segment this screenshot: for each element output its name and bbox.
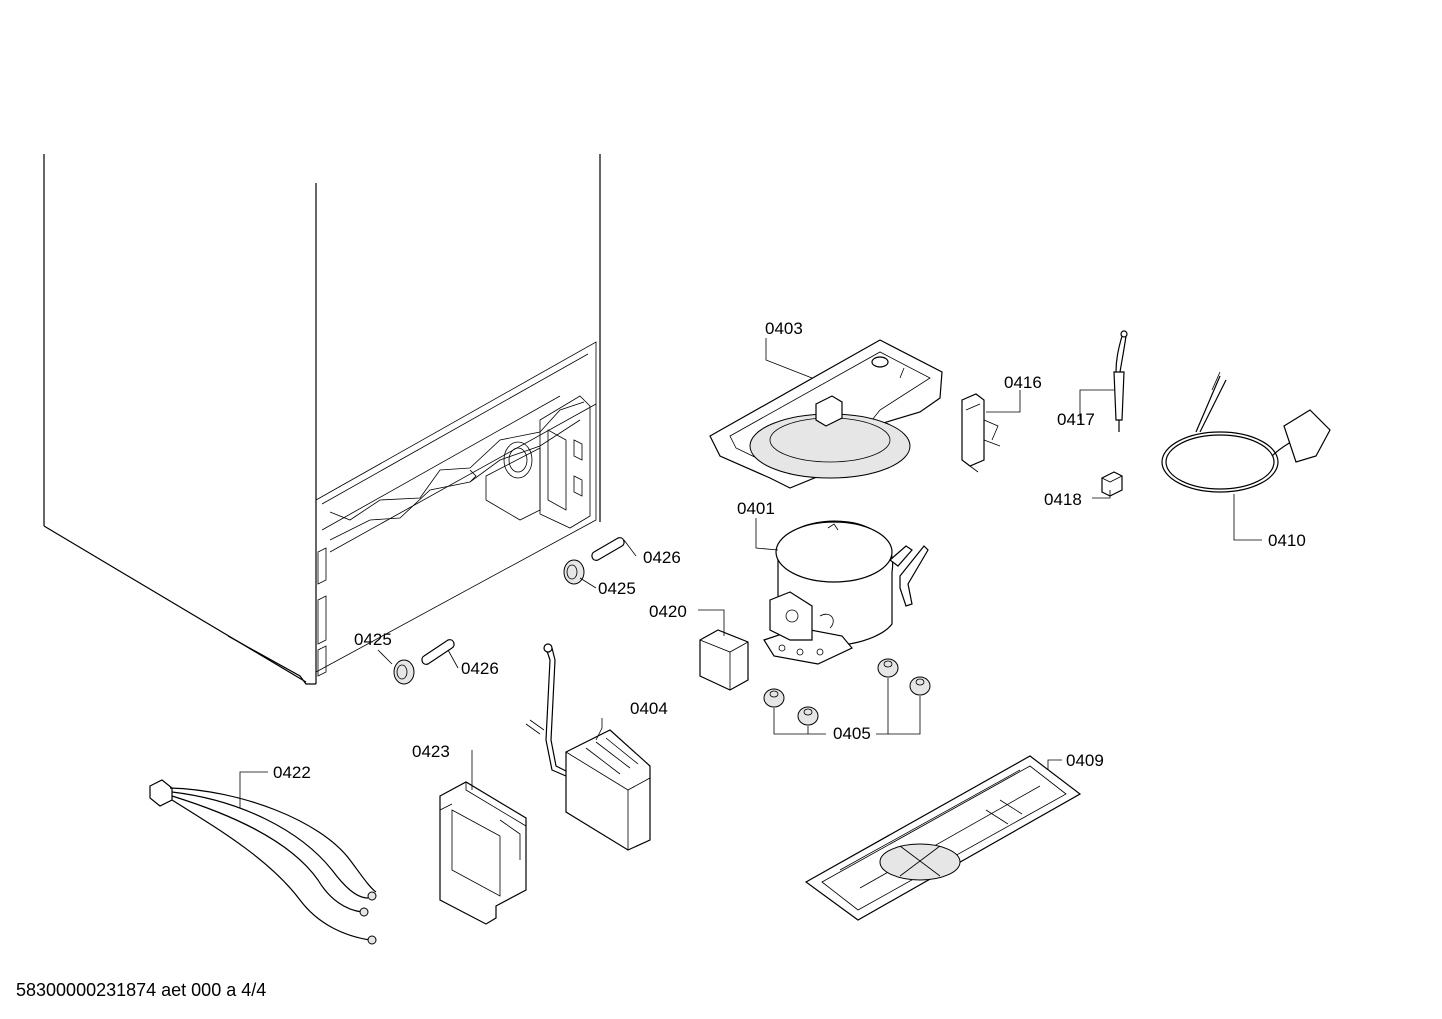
callout-0405: 0405	[833, 724, 871, 743]
callout-0404: 0404	[630, 699, 668, 718]
part-0423-module-bracket	[439, 781, 527, 925]
callout-0416: 0416	[1004, 373, 1042, 392]
part-0409-base-plate	[804, 755, 1082, 921]
callout-0417: 0417	[1057, 410, 1095, 429]
part-0403-drip-tray	[709, 339, 943, 489]
part-0404-electronic-module	[525, 643, 651, 851]
callout-0410: 0410	[1268, 531, 1306, 550]
callout-0401: 0401	[737, 499, 775, 518]
callout-0425-lower: 0425	[354, 630, 392, 649]
part-0405-rubber-grommets	[763, 658, 931, 726]
callout-0420: 0420	[649, 602, 687, 621]
callout-0422: 0422	[273, 763, 311, 782]
part-0420-capacitor	[699, 629, 749, 691]
part-0426-tube-upper	[591, 537, 625, 561]
callout-0409: 0409	[1066, 751, 1104, 770]
drawing-id-footer: 58300000231874 aet 000 a 4/4	[16, 980, 267, 1000]
callout-0426-upper: 0426	[643, 548, 681, 567]
appliance-cabinet	[43, 154, 601, 685]
part-0416-relay	[961, 393, 1001, 473]
callout-labels: 0403 0416 0417 0418 0410 0401 0426 0425 …	[273, 319, 1306, 782]
part-0422-wiring-harness	[149, 779, 377, 945]
part-0417-temperature-sensor	[1113, 330, 1128, 432]
part-0401-compressor	[763, 520, 929, 665]
callout-0403: 0403	[765, 319, 803, 338]
leader-lines	[239, 338, 1262, 808]
part-0426-tube-lower	[421, 639, 455, 665]
part-0418-plug-clip	[1101, 471, 1123, 497]
part-0425-nut-upper	[563, 559, 585, 585]
part-0425-nut-lower	[393, 659, 415, 685]
part-0410-power-cord	[1161, 371, 1331, 493]
callout-0425-upper: 0425	[598, 579, 636, 598]
callout-0423: 0423	[412, 742, 450, 761]
callout-0426-lower: 0426	[461, 659, 499, 678]
callout-0418: 0418	[1044, 490, 1082, 509]
